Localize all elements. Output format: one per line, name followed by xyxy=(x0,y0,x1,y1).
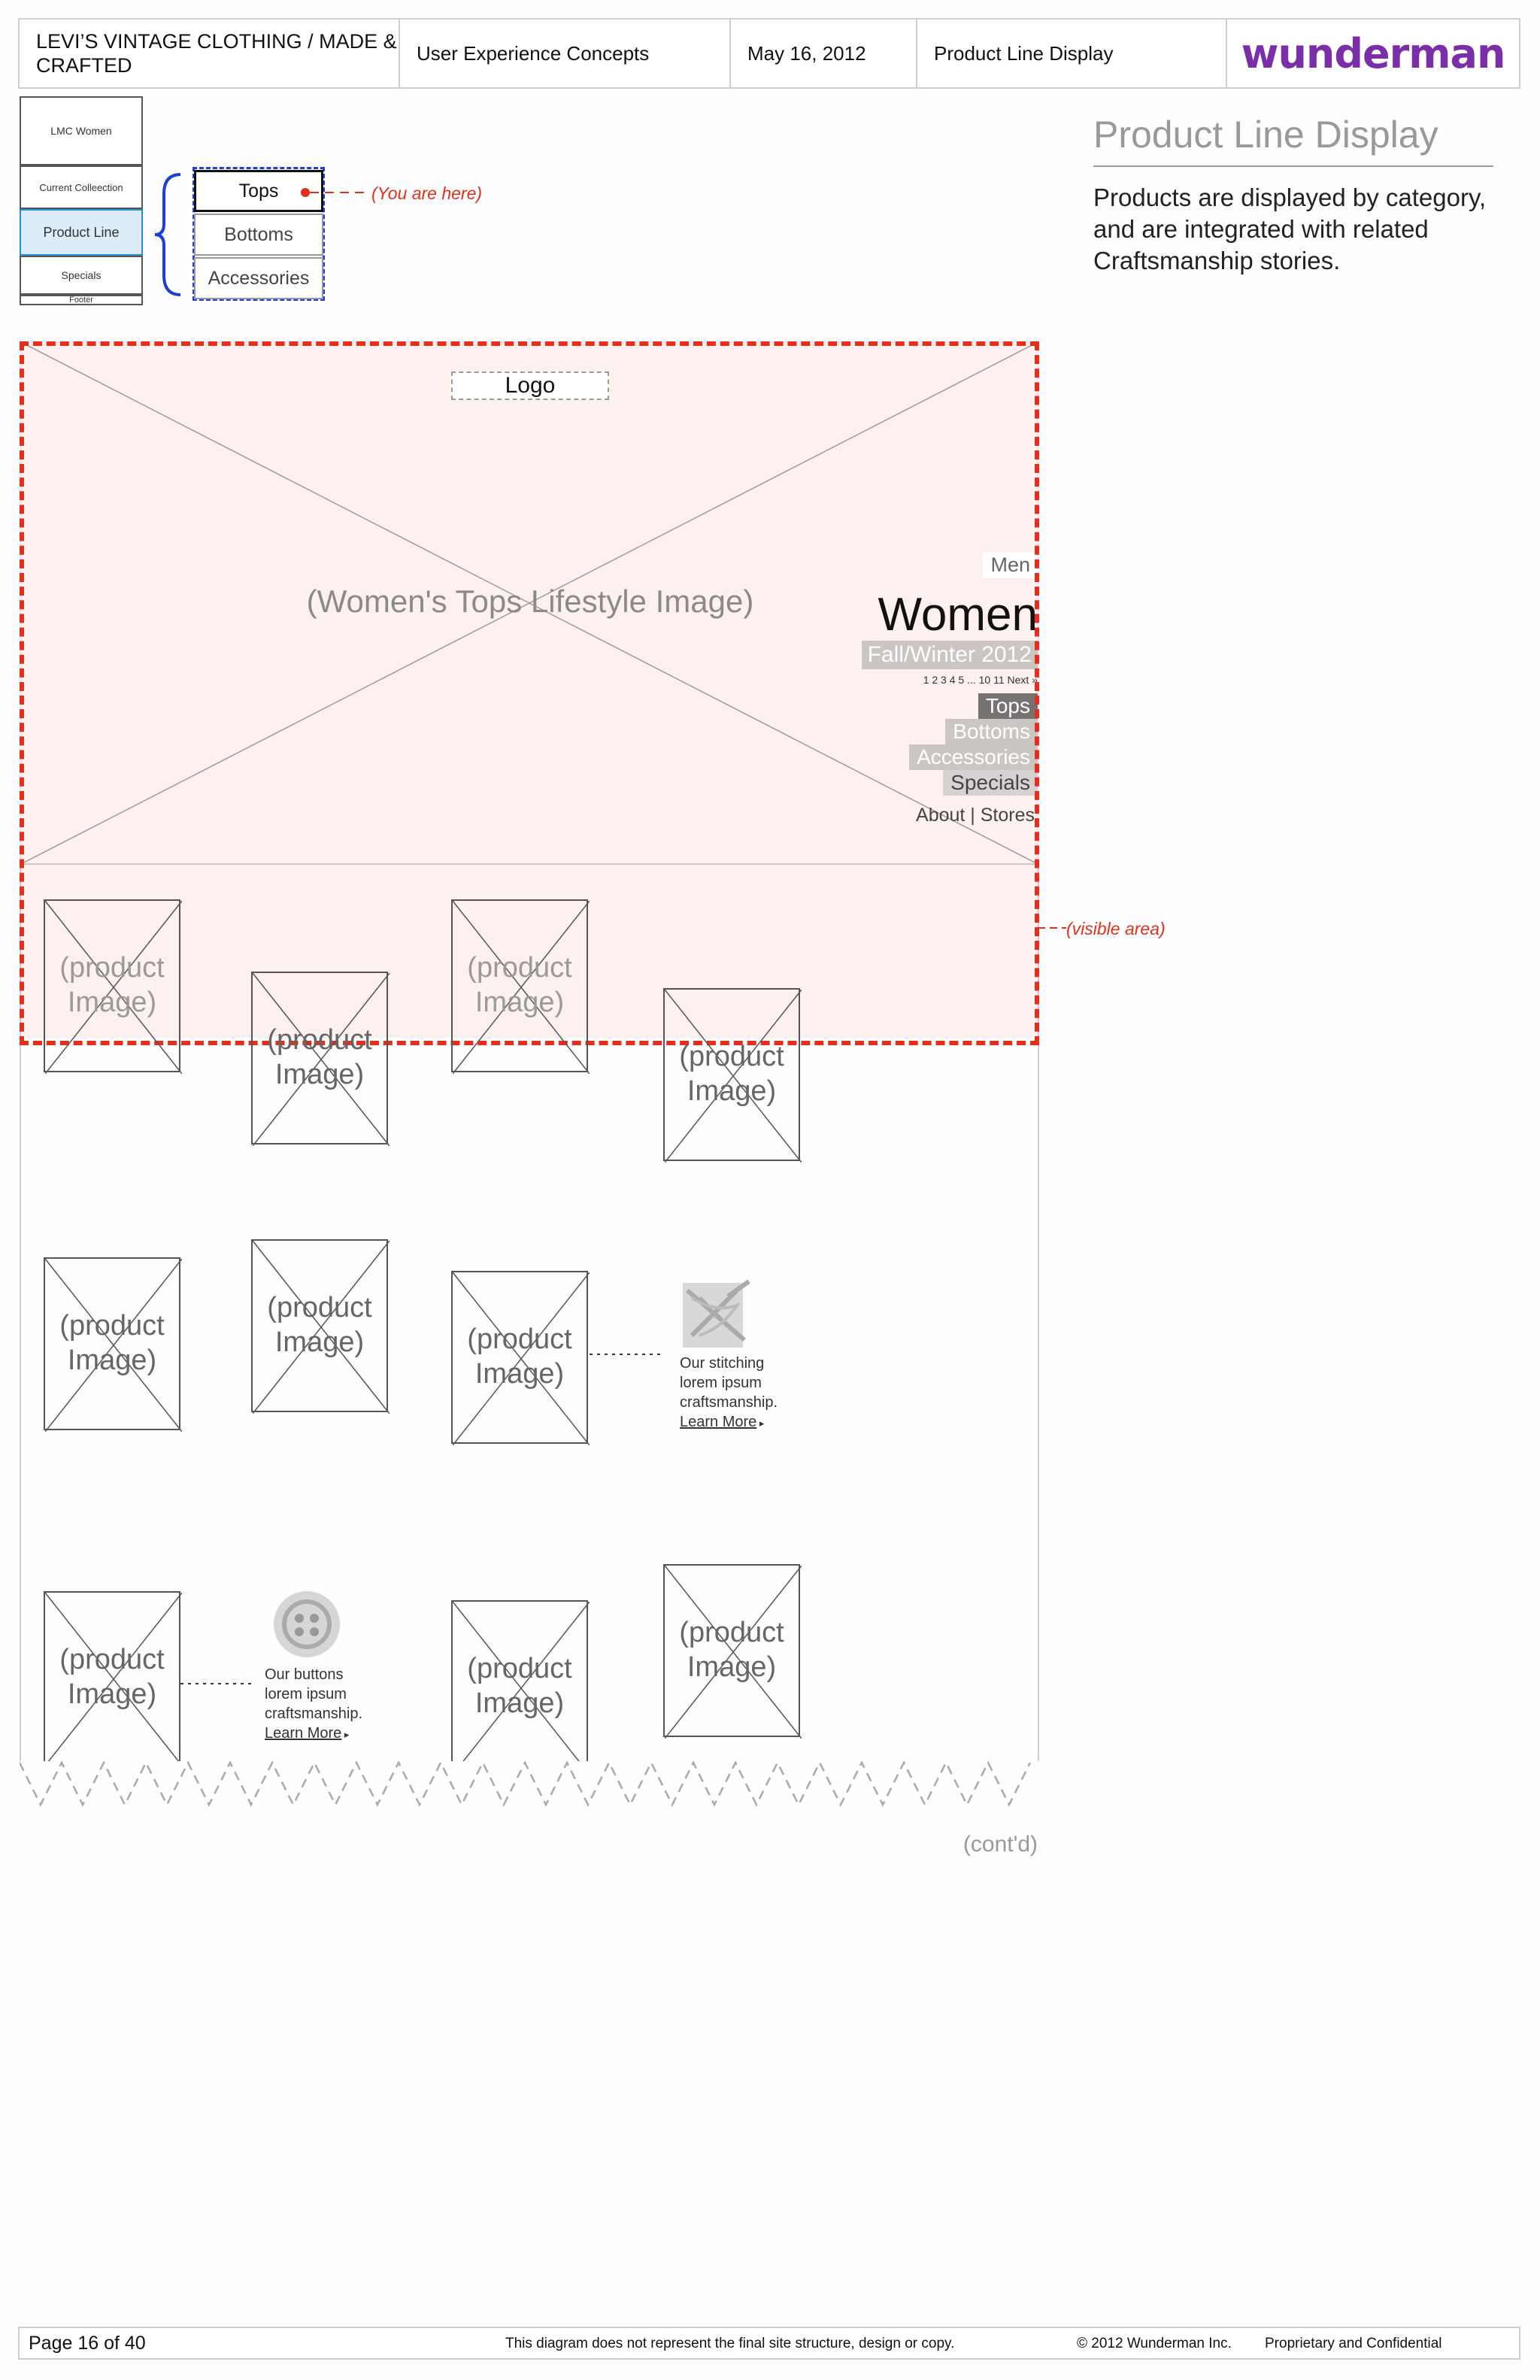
stitching-story-thumbnail[interactable] xyxy=(677,1275,755,1354)
nav-tops[interactable]: Tops xyxy=(978,693,1038,719)
product-image-label: (product Image) xyxy=(59,952,165,1018)
page-header: LEVI’S VINTAGE CLOTHING / MADE & CRAFTED… xyxy=(18,18,1520,89)
product-image-label: (product Image) xyxy=(679,1617,784,1683)
hero-logo-placeholder: Logo xyxy=(451,371,609,400)
footer-copyright: © 2012 Wunderman Inc. xyxy=(1077,2336,1232,2351)
product-image-placeholder[interactable]: (product Image) xyxy=(451,899,590,1074)
client-name: LEVI’S VINTAGE CLOTHING / MADE & CRAFTED xyxy=(20,20,400,87)
product-image-placeholder[interactable]: (product Image) xyxy=(663,988,802,1163)
product-image-placeholder[interactable]: (product Image) xyxy=(44,1257,182,1432)
page-torn-edge xyxy=(20,1761,1032,1807)
continued-label: (cont'd) xyxy=(962,1832,1038,1857)
document-date: May 16, 2012 xyxy=(731,20,917,87)
hero-placeholder-cross xyxy=(20,341,1039,865)
story-connector xyxy=(180,1683,254,1684)
nav-accessories[interactable]: Accessories xyxy=(909,744,1038,770)
header-page-title: Product Line Display xyxy=(917,20,1227,87)
product-image-label: (product Image) xyxy=(59,1644,165,1710)
nav-men[interactable]: Men xyxy=(983,552,1038,578)
sitemap-sub-accessories: Accessories xyxy=(194,257,323,299)
sitemap-product-line: Product Line xyxy=(20,209,143,256)
visible-area-outline xyxy=(20,341,1039,1045)
sitemap-sub-bottoms: Bottoms xyxy=(194,214,323,256)
page-cut-mask xyxy=(15,1761,1045,1821)
product-image-placeholder[interactable]: (product Image) xyxy=(251,1239,390,1414)
product-image-placeholder[interactable]: (product Image) xyxy=(251,972,390,1146)
hero-navigation: Men Women Fall/Winter 2012 1 2 3 4 5 ...… xyxy=(827,552,1038,838)
nav-specials[interactable]: Specials xyxy=(943,770,1038,796)
hero-image-label: (Women's Tops Lifestyle Image) xyxy=(306,584,754,619)
visible-area-pointer xyxy=(1038,927,1066,929)
sitemap-specials: Specials xyxy=(20,256,143,295)
nav-about-stores[interactable]: About | Stores xyxy=(916,805,1035,826)
product-image-label: (product Image) xyxy=(467,952,572,1018)
stitching-story-text: Our stitching lorem ipsum craftsmanship. xyxy=(680,1355,778,1411)
buttons-story-learn-more-link[interactable]: Learn More xyxy=(265,1725,342,1742)
product-image-label: (product Image) xyxy=(59,1310,165,1376)
page-number: Page 16 of 40 xyxy=(29,2333,146,2354)
product-image-placeholder[interactable]: (product Image) xyxy=(44,899,182,1074)
nav-bottoms[interactable]: Bottoms xyxy=(945,719,1038,744)
story-connector xyxy=(590,1354,663,1355)
sitemap-subsection-selection xyxy=(192,167,325,301)
stitching-story-learn-more-link[interactable]: Learn More xyxy=(680,1414,757,1430)
description-divider xyxy=(1093,165,1493,167)
visible-area-label: (visible area) xyxy=(1066,919,1166,938)
product-image-label: (product Image) xyxy=(467,1653,572,1719)
learn-more-arrow-icon: ▸ xyxy=(341,1729,350,1740)
buttons-story: Our buttons lorem ipsum craftsmanship. L… xyxy=(265,1665,385,1745)
nav-women[interactable]: Women xyxy=(878,589,1038,641)
product-image-placeholder[interactable]: (product Image) xyxy=(663,1564,802,1739)
learn-more-arrow-icon: ▸ xyxy=(756,1417,765,1429)
agency-logo: wunderman xyxy=(1241,29,1506,77)
sitemap-lmc-women: LMC Women xyxy=(20,96,143,165)
nav-pagination[interactable]: 1 2 3 4 5 ... 10 11 Next » xyxy=(923,674,1038,686)
nav-season[interactable]: Fall/Winter 2012 xyxy=(861,641,1038,669)
product-image-label: (product Image) xyxy=(467,1323,572,1390)
page-footer: Page 16 of 40 This diagram does not repr… xyxy=(18,2327,1520,2360)
stitching-story: Our stitching lorem ipsum craftsmanship.… xyxy=(680,1354,800,1433)
wireframe-page xyxy=(20,341,1039,1763)
product-image-placeholder[interactable]: (product Image) xyxy=(451,1271,590,1445)
hero-lifestyle-image xyxy=(20,341,1039,865)
footer-confidential: Proprietary and Confidential xyxy=(1265,2336,1442,2351)
product-image-label: (product Image) xyxy=(267,1292,372,1358)
you-are-here-label: (You are here) xyxy=(371,183,483,203)
buttons-story-thumbnail[interactable] xyxy=(269,1587,344,1662)
product-image-label: (product Image) xyxy=(679,1041,784,1107)
product-image-placeholder[interactable]: (product Image) xyxy=(44,1591,182,1766)
product-image-placeholder[interactable]: (product Image) xyxy=(451,1600,590,1775)
product-image-label: (product Image) xyxy=(267,1024,372,1090)
description-body: Products are displayed by category, and … xyxy=(1093,183,1487,274)
sitemap-bracket xyxy=(154,173,181,296)
project-name: User Experience Concepts xyxy=(400,20,731,87)
sitemap-current-collection: Current Colleection xyxy=(20,165,143,209)
footer-disclaimer: This diagram does not represent the fina… xyxy=(505,2336,955,2351)
description-title: Product Line Display xyxy=(1093,114,1438,156)
you-are-here-pointer xyxy=(301,188,370,197)
visible-area-lower-fill xyxy=(21,865,1038,1038)
sitemap-footer: Footer xyxy=(20,295,143,305)
buttons-story-text: Our buttons lorem ipsum craftsmanship. xyxy=(265,1666,363,1722)
